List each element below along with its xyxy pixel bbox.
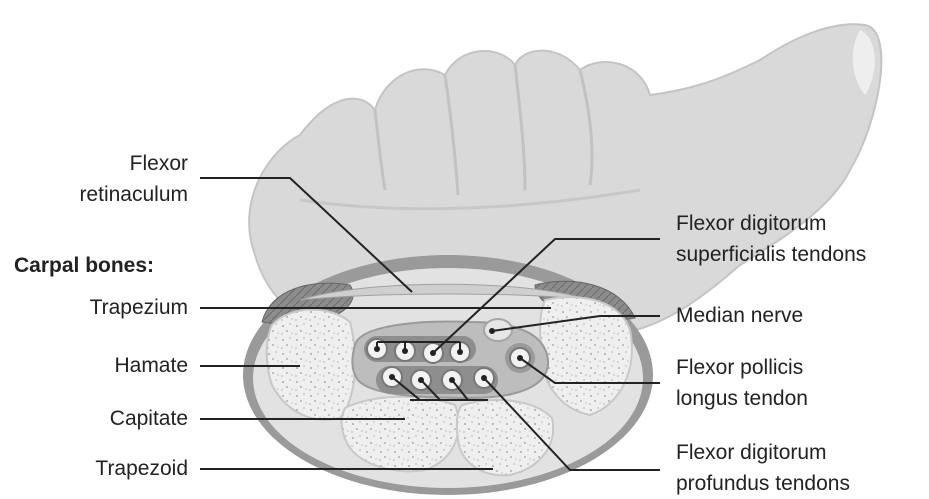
label-flexor-retinaculum: Flexor retinaculum xyxy=(20,148,188,210)
label-fpl-tendon: Flexor pollicis longus tendon xyxy=(676,352,808,414)
label-flexor-retinaculum-line2: retinaculum xyxy=(20,179,188,210)
label-fdp-tendons: Flexor digitorum profundus tendons xyxy=(676,437,850,499)
label-fpl-line1: Flexor pollicis xyxy=(676,352,808,383)
label-fds-line1: Flexor digitorum xyxy=(676,208,866,239)
label-fds-line2: superficialis tendons xyxy=(676,239,866,270)
label-hamate: Hamate xyxy=(20,350,188,381)
label-trapezoid: Trapezoid xyxy=(20,453,188,484)
label-fdp-line2: profundus tendons xyxy=(676,468,850,499)
label-carpal-bones-heading: Carpal bones: xyxy=(14,250,154,281)
label-median-nerve: Median nerve xyxy=(676,300,803,331)
label-flexor-retinaculum-line1: Flexor xyxy=(20,148,188,179)
label-capitate: Capitate xyxy=(20,403,188,434)
label-trapezium: Trapezium xyxy=(20,292,188,323)
label-fds-tendons: Flexor digitorum superficialis tendons xyxy=(676,208,866,270)
label-fpl-line2: longus tendon xyxy=(676,383,808,414)
label-fdp-line1: Flexor digitorum xyxy=(676,437,850,468)
